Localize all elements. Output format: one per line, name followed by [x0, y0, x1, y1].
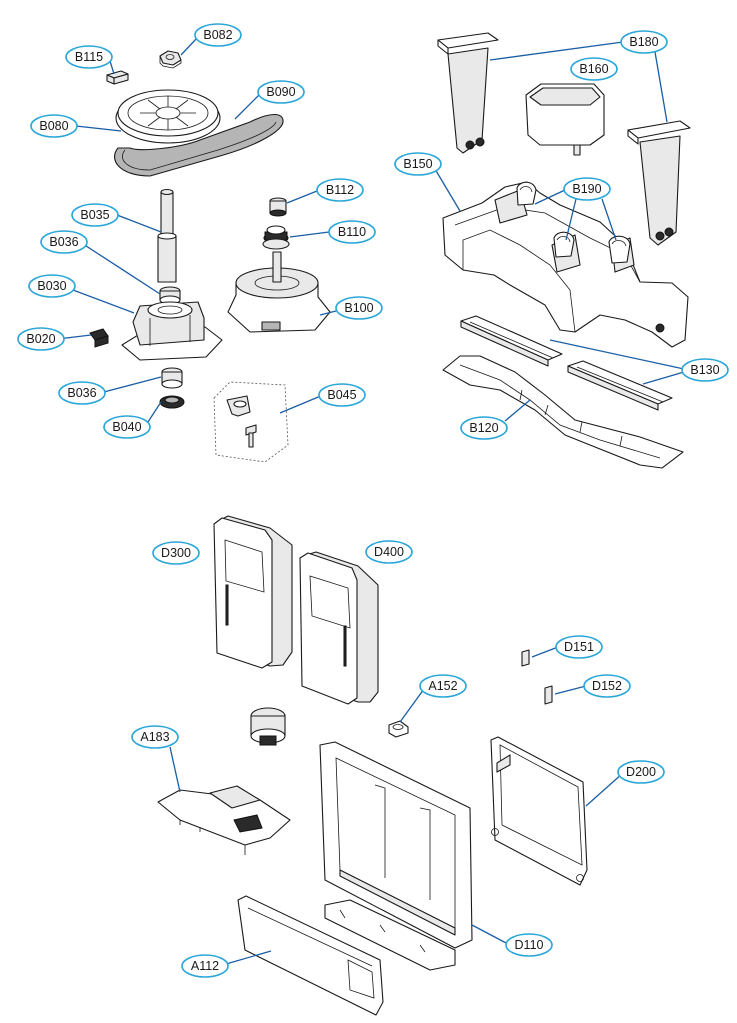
svg-text:B035: B035 [80, 208, 109, 222]
callout-b082: B082 [194, 23, 242, 47]
part-b082-nut [159, 50, 182, 69]
svg-text:D151: D151 [564, 640, 594, 654]
svg-text:B115: B115 [75, 50, 103, 64]
rail-assembly [437, 32, 691, 469]
part-b180-bracket-lower [627, 120, 691, 246]
svg-text:B120: B120 [469, 421, 498, 435]
callout-a183: A183 [131, 725, 179, 749]
callout-b110: B110 [328, 220, 376, 244]
svg-text:B036: B036 [67, 386, 96, 400]
leader-lines [57, 36, 685, 965]
svg-text:B045: B045 [327, 388, 356, 402]
svg-text:B020: B020 [26, 332, 55, 346]
callout-b100: B100 [335, 296, 383, 320]
svg-text:A152: A152 [428, 679, 457, 693]
callout-d300: D300 [152, 541, 200, 565]
svg-text:B160: B160 [579, 62, 608, 76]
svg-text:D152: D152 [592, 679, 622, 693]
callout-b035: B035 [71, 203, 119, 227]
part-dial-knob [250, 707, 286, 746]
callout-a112: A112 [181, 954, 229, 978]
part-b190-clips [516, 181, 631, 264]
part-b040-seal [159, 395, 185, 409]
part-d152-tab [544, 685, 553, 705]
part-d400-panel [299, 551, 379, 705]
svg-text:B150: B150 [403, 157, 432, 171]
svg-text:A112: A112 [191, 959, 219, 973]
part-b035-shaft [157, 188, 177, 283]
callout-b036-lower: B036 [58, 381, 106, 405]
callout-b080: B080 [30, 114, 78, 138]
svg-text:B100: B100 [344, 301, 373, 315]
svg-text:B082: B082 [203, 28, 232, 42]
callout-b045: B045 [318, 383, 366, 407]
part-b115-spacer [106, 70, 129, 85]
callout-b040: B040 [103, 415, 151, 439]
svg-text:B036: B036 [49, 235, 78, 249]
part-b130-rails [460, 315, 673, 411]
svg-text:B030: B030 [37, 279, 66, 293]
svg-text:D110: D110 [515, 938, 544, 952]
callout-d152: D152 [583, 674, 631, 698]
part-a183-bracket [157, 785, 291, 855]
callout-d151: D151 [555, 635, 603, 659]
callout-a152: A152 [419, 674, 467, 698]
part-d300-panel [213, 515, 293, 669]
part-a112-panel [237, 895, 384, 1016]
callout-b030: B030 [28, 274, 76, 298]
svg-text:A183: A183 [140, 730, 169, 744]
svg-text:D200: D200 [626, 765, 656, 779]
callout-b090: B090 [257, 80, 305, 104]
part-b120-tray [442, 355, 684, 469]
part-b090-belt [114, 113, 284, 177]
part-b020-clip [89, 328, 109, 348]
callouts: B082 B115 B090 B080 B112 B035 B110 B036 … [17, 23, 729, 978]
svg-text:B080: B080 [39, 119, 68, 133]
part-b100-motor [227, 251, 331, 333]
part-b110-coupler [262, 225, 290, 250]
callout-b112: B112 [316, 178, 364, 202]
svg-text:B090: B090 [266, 85, 295, 99]
part-b180-bracket-upper [437, 32, 499, 154]
part-b112-cap [269, 197, 287, 217]
svg-text:D300: D300 [161, 546, 191, 560]
svg-text:B110: B110 [338, 225, 366, 239]
part-d200-plate [490, 736, 588, 886]
part-d151-tab [521, 649, 530, 667]
part-b030-housing [121, 301, 223, 361]
part-b080-pulley [115, 89, 221, 144]
svg-text:D400: D400 [374, 545, 404, 559]
callout-b190: B190 [563, 177, 611, 201]
part-b036-bearing-lower [161, 367, 183, 389]
svg-text:B040: B040 [112, 420, 141, 434]
callout-b020: B020 [17, 327, 65, 351]
callout-b180: B180 [620, 30, 668, 54]
svg-text:B190: B190 [572, 182, 601, 196]
dispenser-assembly [157, 515, 588, 1016]
svg-text:B130: B130 [690, 363, 719, 377]
callout-b115: B115 [65, 45, 113, 69]
callout-d200: D200 [617, 760, 665, 784]
svg-text:B112: B112 [326, 183, 354, 197]
callout-b160: B160 [570, 57, 618, 81]
callout-b120: B120 [460, 416, 508, 440]
callout-b036-upper: B036 [40, 230, 88, 254]
part-d110-frame [319, 741, 473, 971]
part-b045-kit [213, 381, 289, 463]
part-b160-cup [525, 83, 605, 156]
callout-b150: B150 [394, 152, 442, 176]
callout-d400: D400 [365, 540, 413, 564]
pulley-motor-assembly [89, 50, 331, 463]
svg-text:B180: B180 [629, 35, 658, 49]
callout-b130: B130 [681, 358, 729, 382]
part-a152-clip [388, 720, 409, 738]
callout-d110: D110 [505, 933, 553, 957]
